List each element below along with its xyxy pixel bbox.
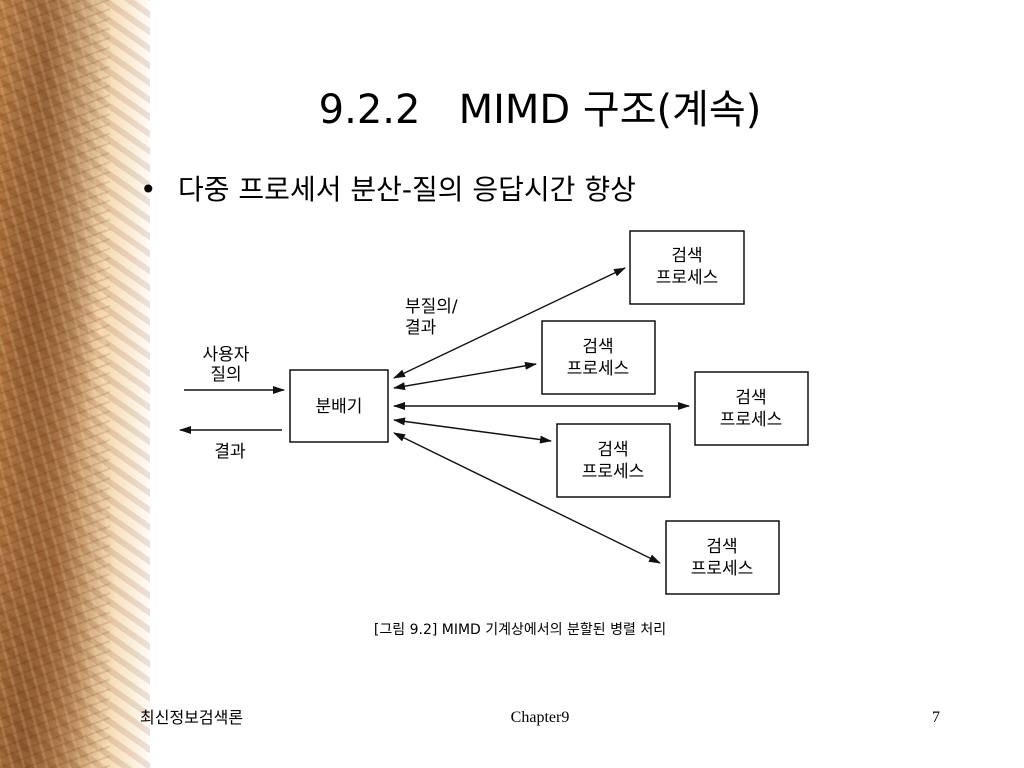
search-process-box-1 [629,230,745,305]
search-process-1-line2: 프로세스 [656,268,719,288]
slide-title: 9.2.2 MIMD 구조(계속) [318,87,762,133]
user-query-label-line2: 질의 [210,365,241,385]
arrow-distributor-process-5 [393,432,661,564]
search-process-3-line2: 프로세스 [720,410,783,430]
footer-course-title: 최신정보검색론 [140,708,244,727]
search-process-3-line1: 검색 [735,388,766,408]
decorative-map-band [0,0,150,768]
arrow-distributor-process-1 [393,267,626,379]
subquery-label-line1: 부질의/ [405,297,458,317]
footer-chapter: Chapter9 [510,709,570,726]
user-query-label-line1: 사용자 [203,345,250,365]
footer-page-number: 7 [932,709,940,726]
search-process-box-3 [694,371,809,446]
distributor-box [289,369,389,443]
subquery-label-line2: 결과 [405,318,437,338]
result-label: 결과 [214,442,246,462]
decorative-map-texture [0,0,110,768]
arrow-distributor-process-2 [393,361,537,391]
search-process-box-2 [541,320,656,395]
search-process-5-line2: 프로세스 [691,559,754,579]
search-process-2-line2: 프로세스 [567,359,630,379]
arrow-distributor-process-4 [393,417,552,444]
search-process-4-line2: 프로세스 [582,462,645,482]
bullet-dot: • [140,173,157,206]
figure-caption: [그림 9.2] MIMD 기계상에서의 분할된 병렬 처리 [373,622,667,638]
search-process-4-line1: 검색 [597,440,628,460]
bullet-text: 다중 프로세서 분산-질의 응답시간 향상 [178,173,636,206]
search-process-box-5 [665,520,780,595]
search-process-5-line1: 검색 [706,537,737,557]
distributor-label: 분배기 [316,397,363,417]
bullet-item: • 다중 프로세서 분산-질의 응답시간 향상 [140,172,636,208]
search-process-box-4 [556,423,671,498]
search-process-1-line1: 검색 [671,246,702,266]
search-process-2-line1: 검색 [582,337,613,357]
